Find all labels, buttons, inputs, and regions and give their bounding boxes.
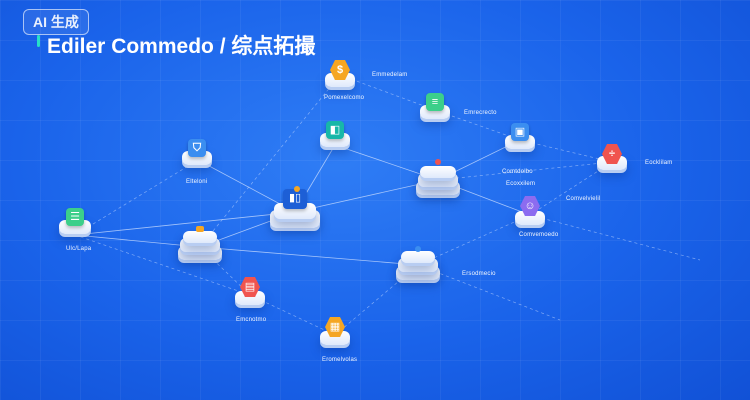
ai-generated-badge: AI 生成 bbox=[23, 9, 89, 35]
node-label: Eromelvolas bbox=[322, 357, 358, 363]
node-label: Comtdolbo bbox=[502, 169, 533, 175]
node-label: Comvelvielil bbox=[566, 196, 601, 202]
edge bbox=[199, 246, 419, 266]
edge bbox=[294, 179, 439, 213]
edge bbox=[417, 264, 561, 321]
edge bbox=[74, 159, 199, 236]
edge bbox=[249, 294, 336, 336]
node-label: Eocklilam bbox=[645, 160, 673, 166]
dollar-icon: $ bbox=[330, 60, 350, 80]
edge bbox=[437, 161, 613, 181]
edge bbox=[74, 234, 251, 296]
edge bbox=[529, 161, 613, 216]
cube-icon: ▣ bbox=[511, 123, 529, 141]
node-label: Ersodmecio bbox=[462, 271, 496, 277]
edge bbox=[519, 139, 613, 163]
node-label: Pomexelcomo bbox=[324, 95, 365, 101]
doc-icon: ▤ bbox=[240, 277, 260, 297]
book-icon: ≡ bbox=[426, 93, 444, 111]
table-icon: ▦ bbox=[325, 317, 345, 337]
node-label: Ulc/Lapa bbox=[66, 246, 92, 252]
edge bbox=[199, 74, 341, 248]
edge bbox=[417, 214, 531, 266]
title-accent-bar bbox=[37, 35, 40, 47]
node-label: Ecoxxilem bbox=[506, 181, 536, 187]
edge bbox=[74, 234, 201, 248]
edge bbox=[529, 214, 701, 261]
node-label: Comvemoedo bbox=[519, 232, 559, 238]
chart-icon: ▮▯ bbox=[283, 189, 307, 209]
edge bbox=[74, 211, 296, 236]
gear-icon bbox=[415, 246, 421, 252]
node-label: Emmedelam bbox=[372, 72, 408, 78]
stack-icon bbox=[196, 226, 204, 232]
edge bbox=[339, 74, 436, 111]
bookmark-icon: ◧ bbox=[326, 121, 344, 139]
pin-icon bbox=[435, 159, 441, 165]
node-label: Emcnotmo bbox=[236, 317, 267, 323]
shield-icon: ⛉ bbox=[188, 139, 206, 157]
list-icon: ☰ bbox=[66, 208, 84, 226]
node-label: Emrecrecto bbox=[464, 110, 497, 116]
page-title: Ediler Commedo / 综点拓撮 bbox=[47, 35, 316, 58]
person-icon: ☺ bbox=[520, 196, 540, 216]
divide-icon: ÷ bbox=[602, 144, 622, 164]
node-label: Elteloni bbox=[186, 179, 208, 185]
